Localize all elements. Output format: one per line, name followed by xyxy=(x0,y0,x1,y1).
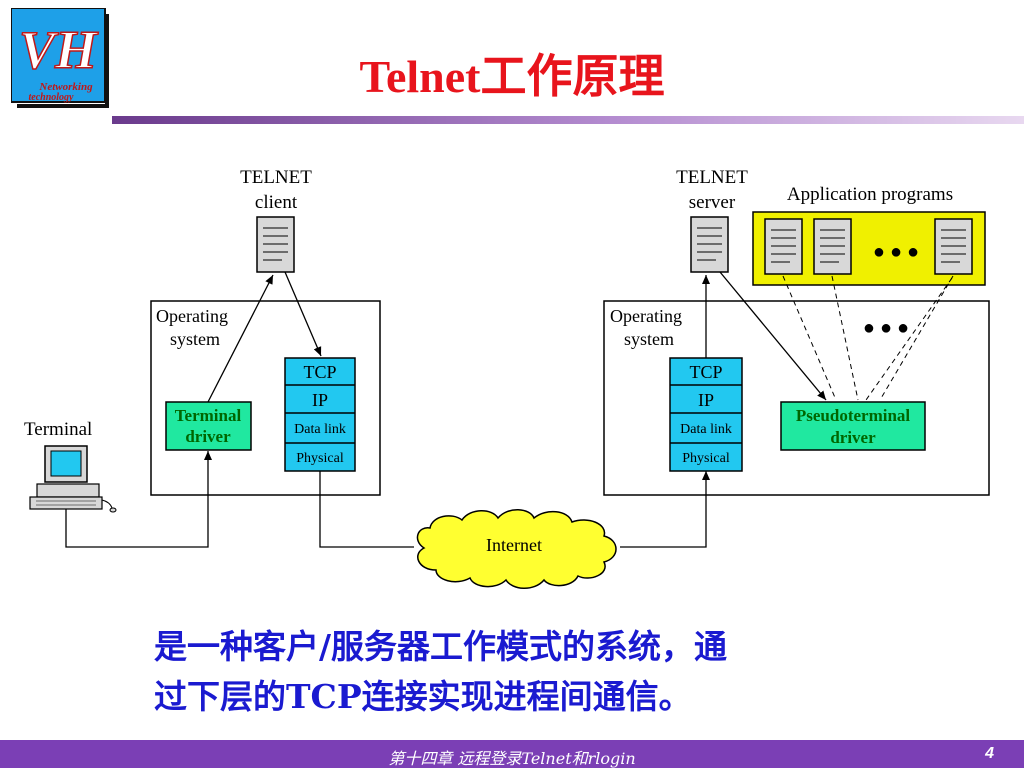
right-protocol-stack: TCP IP Data link Physical xyxy=(669,357,743,472)
terminal-driver-box: Terminal driver xyxy=(165,401,252,451)
os-ellipsis: ● ● ● xyxy=(863,317,909,339)
slide-caption: 是一种客户/服务器工作模式的系统，通 过下层的TCP连接实现进程间通信。 xyxy=(154,622,874,722)
internet-cloud: Internet xyxy=(416,509,617,589)
internet-label: Internet xyxy=(486,535,542,555)
caption-line-1: 是一种客户/服务器工作模式的系统，通 xyxy=(154,627,728,666)
driver-to-client-arrow xyxy=(207,274,274,403)
slide-title: Telnet工作原理 xyxy=(359,51,665,102)
internet-to-right-physical-wire xyxy=(620,471,710,548)
left-os-label-line2: system xyxy=(170,329,220,349)
app-document-icon xyxy=(934,218,973,275)
server-label-line2: server xyxy=(689,192,736,213)
right-stack-tcp: TCP xyxy=(689,362,722,382)
right-stack-datalink: Data link xyxy=(680,422,732,437)
left-stack-datalink: Data link xyxy=(294,422,346,437)
left-stack-physical: Physical xyxy=(296,451,344,466)
title-divider xyxy=(112,116,1024,124)
right-stack-ip: IP xyxy=(698,390,714,410)
left-os-box xyxy=(150,300,381,496)
right-stack-physical: Physical xyxy=(682,451,730,466)
pseudo-driver-line2: driver xyxy=(830,428,876,447)
app-document-icon xyxy=(813,218,852,275)
vh-logo: VH Networking technology xyxy=(11,8,109,108)
app-programs-label: Application programs xyxy=(787,184,953,205)
left-protocol-stack: TCP IP Data link Physical xyxy=(284,357,356,472)
left-stack-tcp: TCP xyxy=(303,362,336,382)
page-number: 4 xyxy=(985,745,994,762)
client-document-icon xyxy=(256,216,295,273)
footer-chapter-text: 第十四章 远程登录Telnet和rlogin xyxy=(388,749,636,768)
client-to-tcp-arrow xyxy=(284,271,322,357)
terminal-label: Terminal xyxy=(24,419,92,440)
app-document-icon xyxy=(764,218,803,275)
app-dashed-links xyxy=(782,275,954,401)
terminal-to-driver-wire xyxy=(65,451,212,548)
terminal-driver-line1: Terminal xyxy=(175,406,242,425)
client-label-line1: TELNET xyxy=(240,167,312,188)
pseudo-driver-line1: Pseudoterminal xyxy=(796,406,911,425)
footer-bar: 第十四章 远程登录Telnet和rlogin 4 xyxy=(0,740,1024,768)
terminal-computer-icon xyxy=(29,445,117,513)
left-stack-ip: IP xyxy=(312,390,328,410)
left-physical-to-internet-wire xyxy=(319,471,414,548)
right-os-box xyxy=(603,300,990,496)
logo-text-line2: technology xyxy=(29,92,75,103)
logo-text-line1: Networking xyxy=(38,81,93,93)
client-label-line2: client xyxy=(255,192,298,213)
caption-line-2: 过下层的TCP连接实现进程间通信。 xyxy=(154,677,692,716)
terminal-driver-line2: driver xyxy=(185,427,231,446)
right-os-label-line1: Operating xyxy=(610,306,682,326)
right-os-label-line2: system xyxy=(624,329,674,349)
left-os-label-line1: Operating xyxy=(156,306,228,326)
server-to-pseudo-arrow xyxy=(719,271,827,401)
app-ellipsis: ● ● ● xyxy=(873,241,919,263)
telnet-diagram: TELNET client Operating system Terminal … xyxy=(24,167,990,589)
app-programs-box: ● ● ● xyxy=(752,211,986,286)
server-label-line1: TELNET xyxy=(676,167,748,188)
server-document-icon xyxy=(690,216,729,273)
pseudoterminal-driver-box: Pseudoterminal driver xyxy=(780,401,926,451)
logo-mark: VH xyxy=(19,20,99,80)
